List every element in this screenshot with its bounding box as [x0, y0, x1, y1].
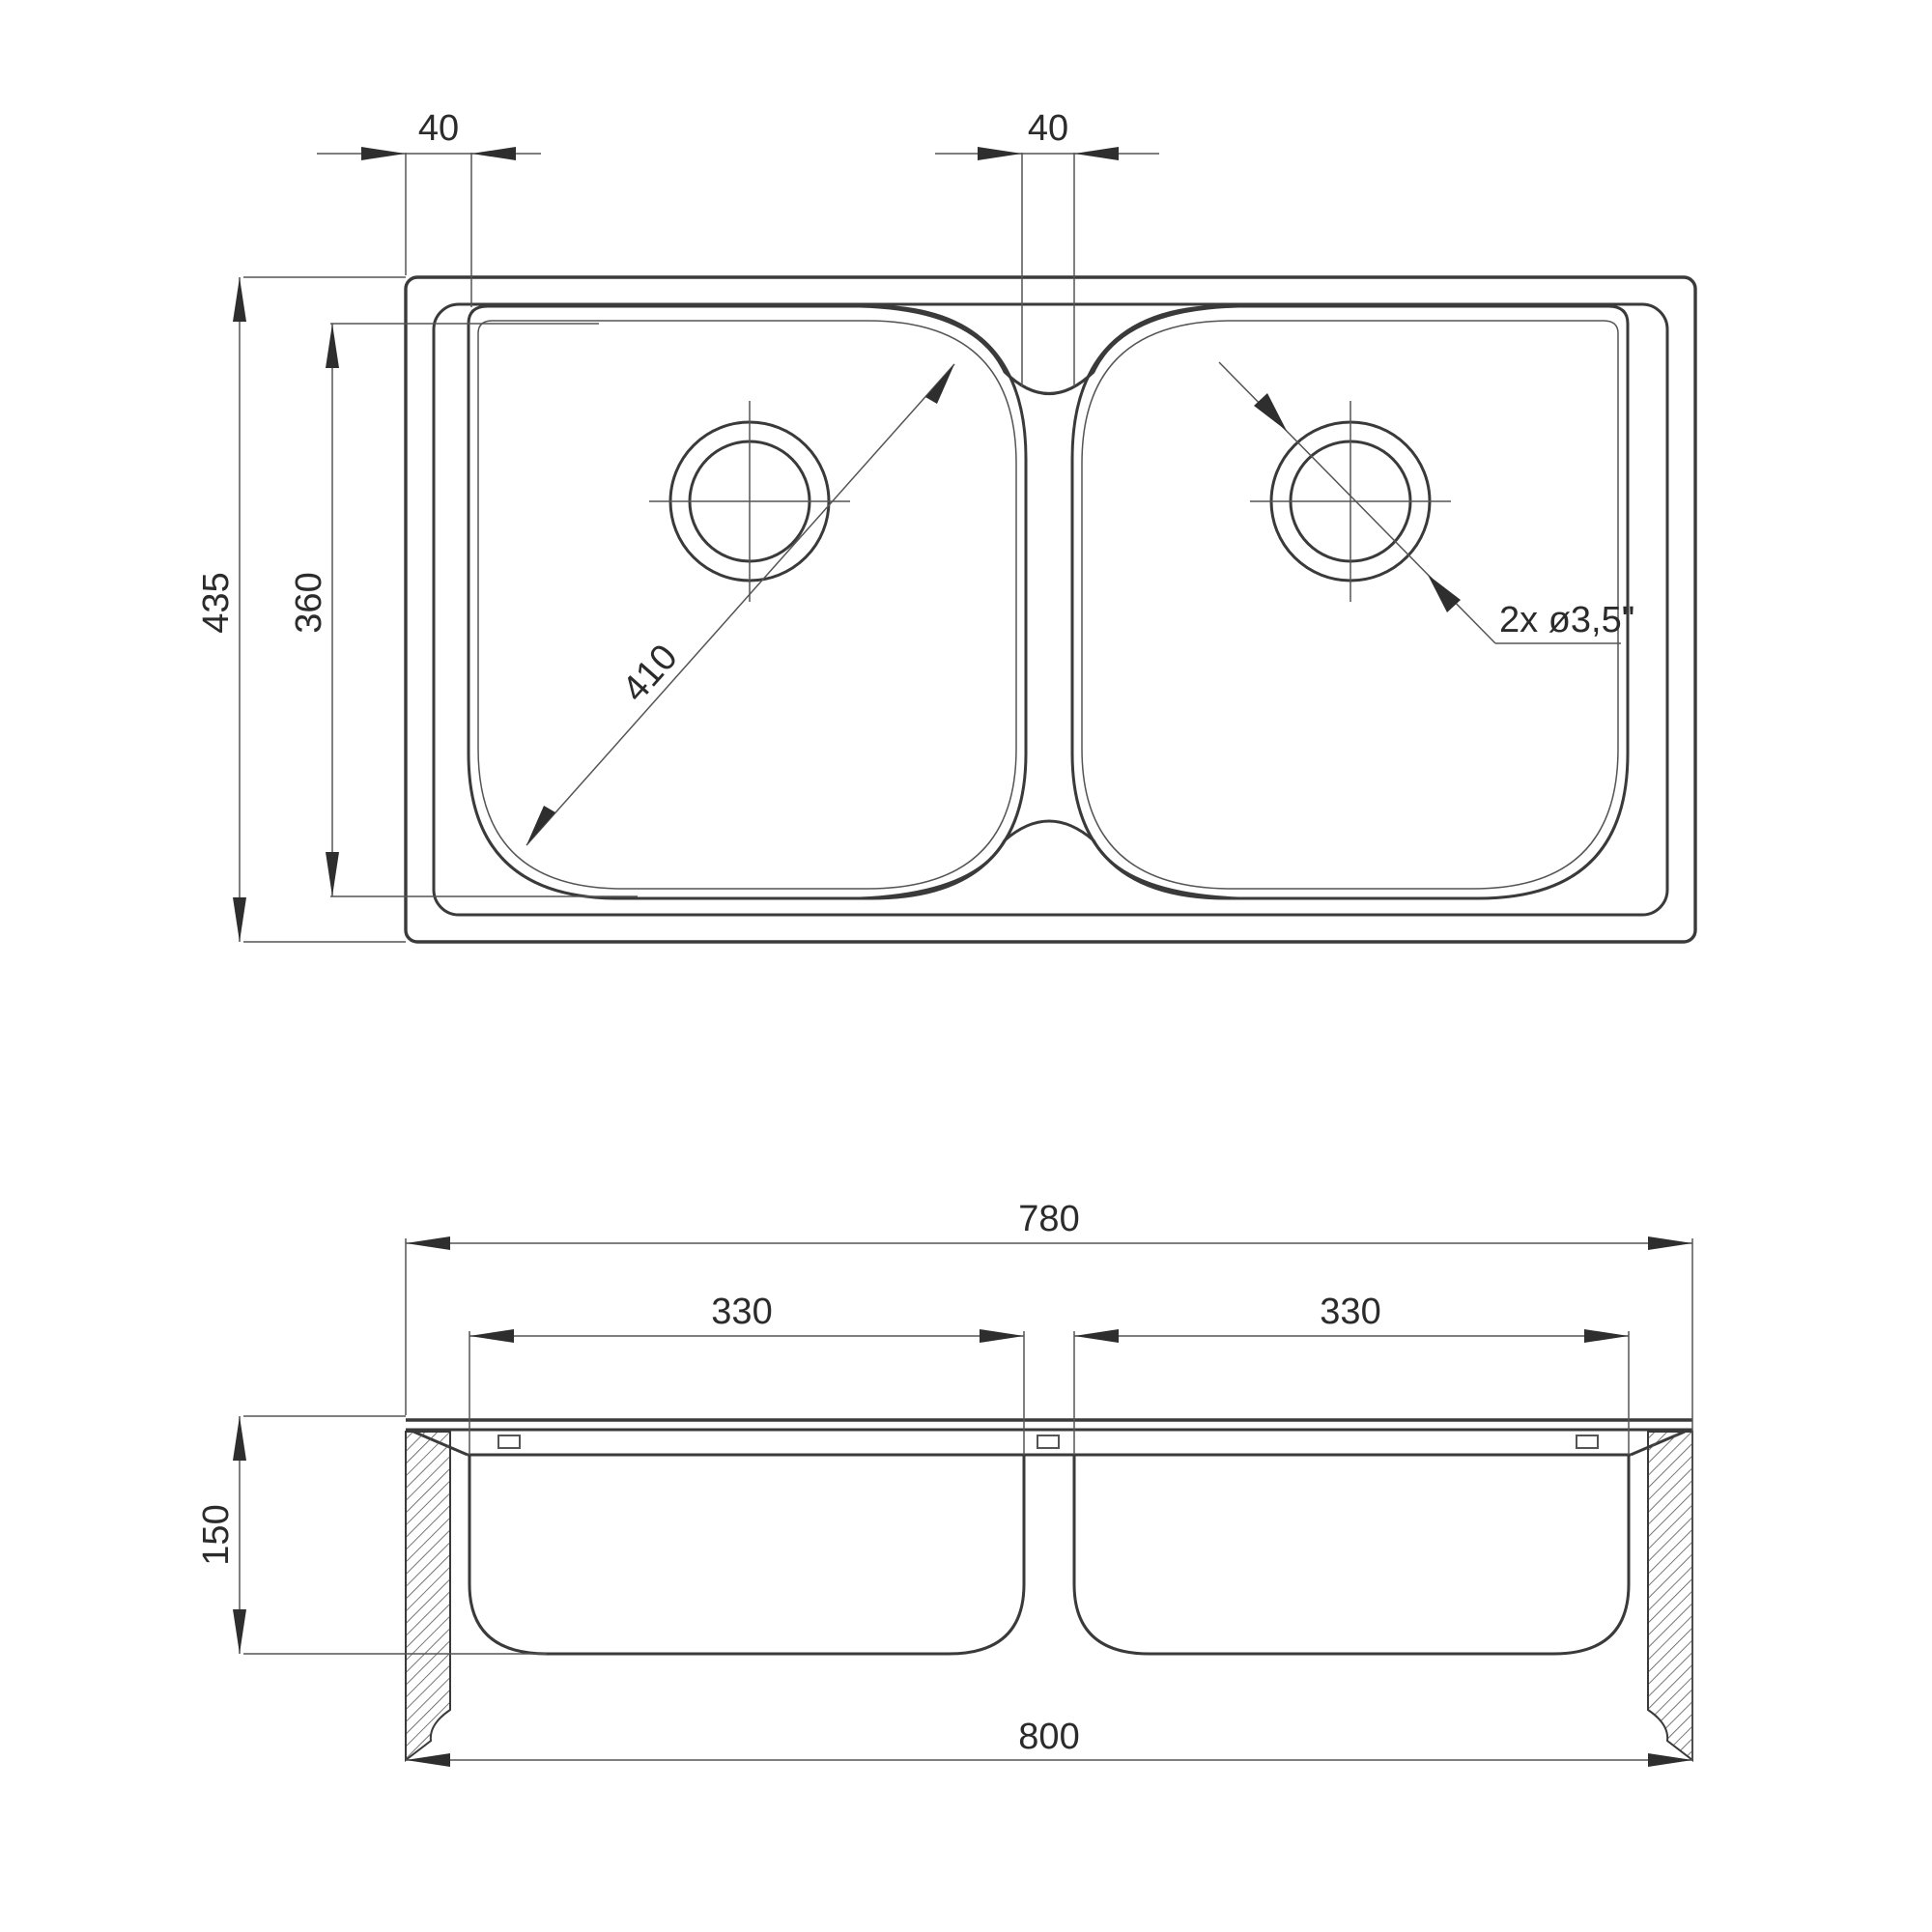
dimension-label-bowl-right-width: 330 [1320, 1292, 1380, 1332]
divider-bottom-curve [859, 819, 1239, 900]
dimension-rim-center: 40 [935, 108, 1159, 386]
dimension-label-rim-left: 40 [418, 108, 459, 149]
right-drain [1250, 401, 1451, 602]
dimension-label-outer-width: 800 [1018, 1717, 1079, 1757]
dimension-inner-width: 780 [405, 1199, 1693, 1760]
side-view: 780 330 330 150 [196, 1199, 1693, 1767]
left-drain [649, 401, 850, 602]
sink-outer-outline [404, 275, 1697, 944]
dimension-label-bowl-depth: 360 [289, 572, 329, 633]
sink-inner-rim [432, 302, 1669, 917]
dimension-label-inner-width: 780 [1018, 1199, 1079, 1239]
dimension-outer-width: 800 [406, 1717, 1692, 1767]
dimension-bowl-right-width: 330 [1073, 1292, 1630, 1455]
dimension-label-height: 150 [196, 1504, 237, 1565]
dimension-height: 150 [196, 1415, 547, 1655]
drain-size-label: 2x ø3,5" [1499, 600, 1634, 640]
dimension-label-bowl-diagonal: 410 [614, 637, 686, 709]
side-right-bowl [1072, 1455, 1631, 1656]
top-view: 40 40 435 360 [196, 108, 1697, 944]
left-bowl [467, 304, 1028, 900]
dimension-bowl-diagonal: 410 [526, 363, 955, 846]
mounting-clip-left [497, 1435, 521, 1449]
mounting-clip-right [1576, 1435, 1599, 1449]
dimension-bowl-left-width: 330 [469, 1292, 1025, 1455]
dimension-label-rim-center: 40 [1028, 108, 1068, 149]
dimension-drain: 2x ø3,5" [1218, 361, 1634, 644]
countertop-section-right [1647, 1431, 1693, 1763]
dimension-label-bowl-left-width: 330 [711, 1292, 772, 1332]
dimension-total-depth: 435 [196, 276, 406, 943]
side-left-bowl [468, 1455, 1026, 1656]
divider-top-curve [859, 304, 1239, 395]
dimension-label-total-depth: 435 [196, 572, 237, 633]
right-bowl [1070, 304, 1630, 900]
dimension-bowl-depth: 360 [289, 323, 638, 897]
countertop-section-left [405, 1431, 451, 1763]
dimension-rim-left: 40 [317, 108, 541, 307]
mounting-clip-center [1037, 1435, 1060, 1449]
